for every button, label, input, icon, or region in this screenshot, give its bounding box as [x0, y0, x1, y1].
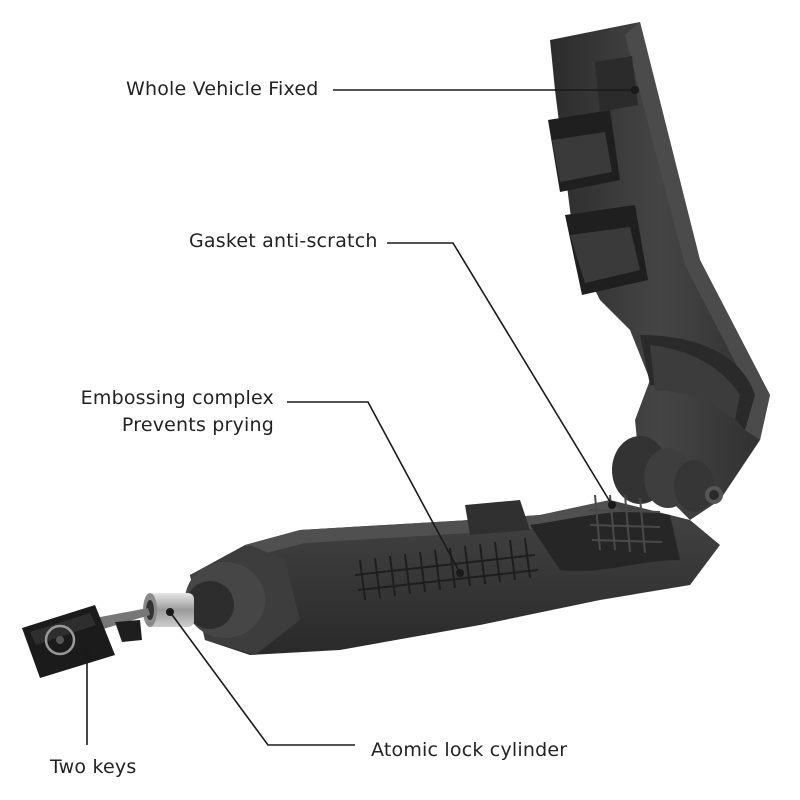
lower-arm: [185, 494, 720, 655]
leader-dots: [83, 86, 639, 656]
upper-arm: [548, 22, 770, 520]
leader-gasket-anti-scratch: [387, 242, 613, 506]
callout-whole-vehicle-fixed: Whole Vehicle Fixed: [126, 78, 319, 100]
callout-embossing-line1: Embossing complex: [80, 387, 274, 409]
callout-embossing-line2: Prevents prying: [121, 414, 274, 436]
leader-lines: [86, 89, 635, 746]
leader-atomic-lock-cylinder: [169, 611, 355, 746]
key: [22, 605, 150, 678]
callout-gasket-anti-scratch: Gasket anti-scratch: [189, 230, 378, 252]
callout-atomic-lock-cylinder: Atomic lock cylinder: [371, 739, 568, 761]
callout-two-keys: Two keys: [50, 756, 137, 778]
leader-embossing-complex: [287, 401, 461, 574]
hinge: [612, 436, 723, 512]
callout-embossing-complex: Embossing complex Prevents prying: [81, 385, 274, 439]
